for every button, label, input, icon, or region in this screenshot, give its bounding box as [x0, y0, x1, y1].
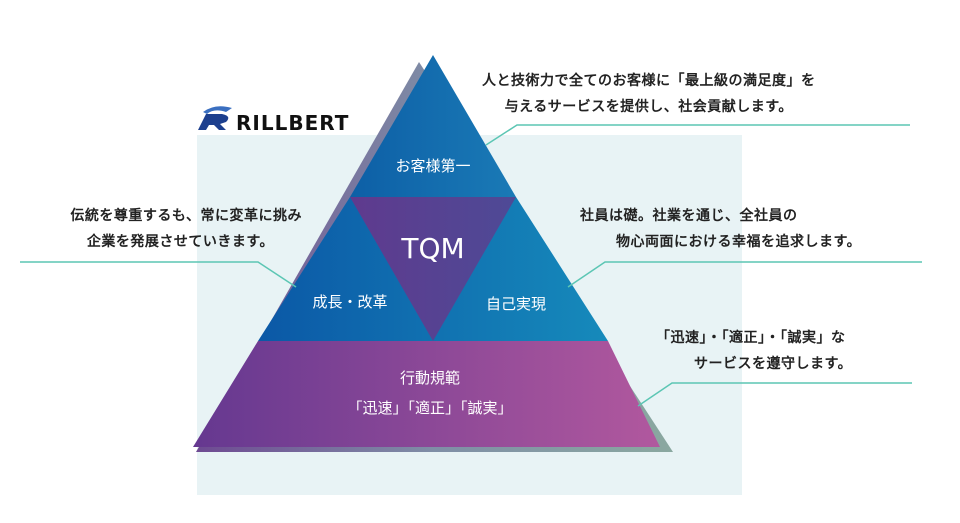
- label-growth-reform: 成長・改革: [312, 293, 387, 311]
- label-customer-first: お客様第一: [395, 157, 470, 175]
- label-conduct-values: 「迅速」「適正」「誠実」: [347, 399, 512, 417]
- callout-right-line1: 社員は礎。社業を通じ、全社員の: [580, 208, 798, 224]
- callout-top: 人と技術力で全てのお客様に「最上級の満足度」を 与えるサービスを提供し、社会貢献…: [482, 68, 816, 120]
- callout-left-line2: 企業を発展させていきます。: [86, 234, 274, 250]
- pyramid-base-section: [193, 341, 660, 447]
- label-self-realization: 自己実現: [486, 295, 546, 313]
- callout-top-line1: 人と技術力で全てのお客様に「最上級の満足度」を: [482, 73, 816, 89]
- callout-right-line2: 物心両面における幸福を追求します。: [616, 234, 862, 250]
- callout-top-line2: 与えるサービスを提供し、社会貢献します。: [504, 99, 793, 115]
- callout-bottom-line2: サービスを遵守します。: [694, 356, 853, 372]
- callout-bottom: 「迅速」・「適正」・「誠実」な サービスを遵守します。: [656, 325, 852, 377]
- leader-line-bottom: [637, 382, 912, 407]
- callout-left-line1: 伝統を尊重するも、常に変革に挑み: [70, 208, 302, 224]
- leader-line-top: [485, 124, 910, 146]
- leader-line-right: [567, 261, 922, 288]
- callout-bottom-line1: 「迅速」・「適正」・「誠実」な: [656, 330, 846, 346]
- label-code-of-conduct: 行動規範: [400, 369, 460, 387]
- leader-line-left: [20, 261, 297, 288]
- tqm-triangle: [350, 197, 516, 341]
- logo-r-mark-icon: [203, 106, 232, 114]
- rillbert-logo: RILLBERT: [198, 106, 349, 135]
- callout-left: 伝統を尊重するも、常に変革に挑み 企業を発展させていきます。: [12, 203, 302, 255]
- logo-text: RILLBERT: [236, 111, 349, 135]
- label-tqm: TQM: [400, 232, 464, 265]
- pyramid-top-section: [350, 55, 516, 197]
- callout-right: 社員は礎。社業を通じ、全社員の 物心両面における幸福を追求します。: [580, 203, 861, 255]
